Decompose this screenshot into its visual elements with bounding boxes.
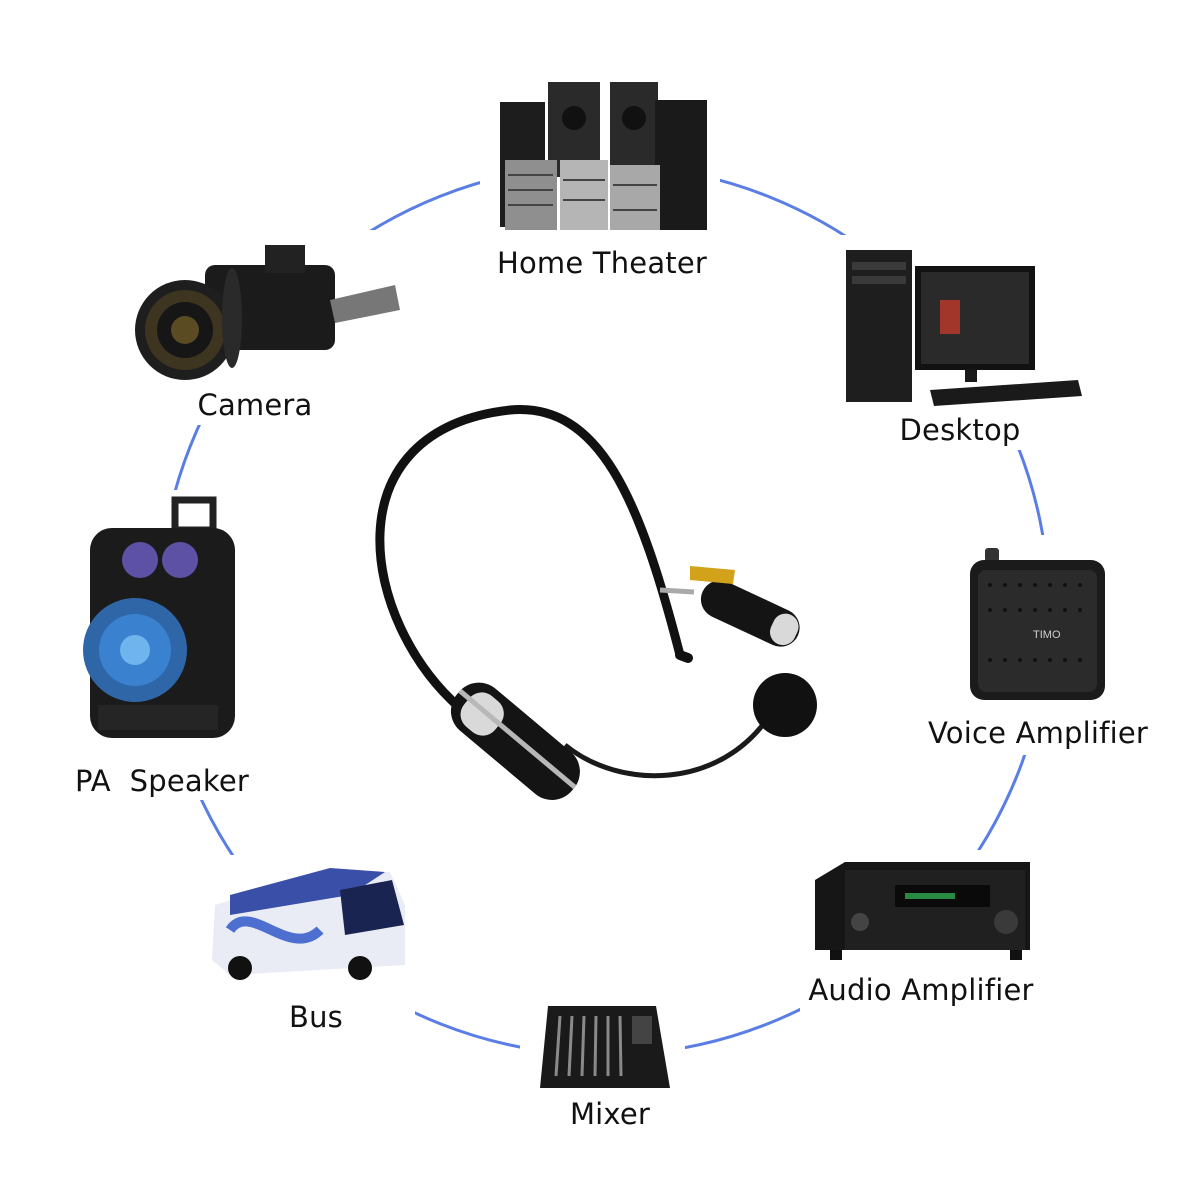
- voice-amplifier-brand: TIMO: [1033, 629, 1061, 641]
- av-receiver-icon: [815, 862, 1030, 960]
- label-audio-amplifier: Audio Amplifier: [808, 973, 1034, 1007]
- label-desktop: Desktop: [899, 413, 1021, 447]
- label-voice-amplifier: Voice Amplifier: [927, 716, 1149, 750]
- voice-amplifier-icon: TIMO: [970, 548, 1105, 700]
- headset-mic-icon: [375, 405, 817, 800]
- desktop-computer-icon: [846, 250, 1082, 406]
- mixing-console-icon: [540, 1006, 670, 1088]
- label-mixer: Mixer: [569, 1097, 651, 1131]
- label-bus: Bus: [289, 1000, 343, 1034]
- camera-icon: [135, 245, 400, 380]
- home-theater-icon: [500, 82, 707, 230]
- label-camera: Camera: [197, 388, 313, 422]
- label-home-theater: Home Theater: [496, 246, 708, 280]
- pa-speaker-icon: [83, 496, 235, 738]
- bus-icon: [212, 868, 405, 980]
- label-pa-speaker: PA Speaker: [74, 764, 250, 798]
